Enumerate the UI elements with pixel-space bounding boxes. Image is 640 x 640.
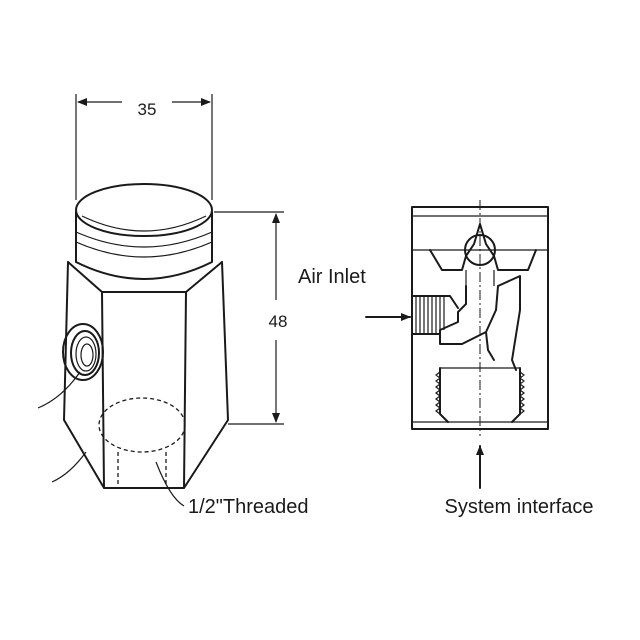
height-dimension-label: 48 (269, 312, 288, 331)
cap-top-face (75, 183, 213, 237)
bottom-bore-threads (435, 367, 525, 423)
side-port-leader (37, 371, 81, 409)
system-interface-label: System interface (445, 496, 594, 518)
side-port (62, 323, 104, 381)
hex-body (63, 261, 229, 489)
width-dimension-label: 35 (138, 100, 157, 119)
thread-leader (155, 461, 185, 507)
air-inlet-label: Air Inlet (298, 266, 366, 288)
body-view: 35 48 (37, 94, 309, 518)
thread-label: 1/2"Threaded (188, 496, 309, 518)
inlet-port-threads (411, 295, 459, 335)
hex-leader (51, 451, 87, 483)
height-dimension: 48 (214, 211, 288, 425)
width-dimension: 35 (75, 94, 213, 200)
bore-hidden-outline (98, 397, 186, 453)
section-view: Air Inlet System interface (298, 200, 593, 518)
check-ball (464, 234, 496, 266)
cap (75, 183, 213, 280)
